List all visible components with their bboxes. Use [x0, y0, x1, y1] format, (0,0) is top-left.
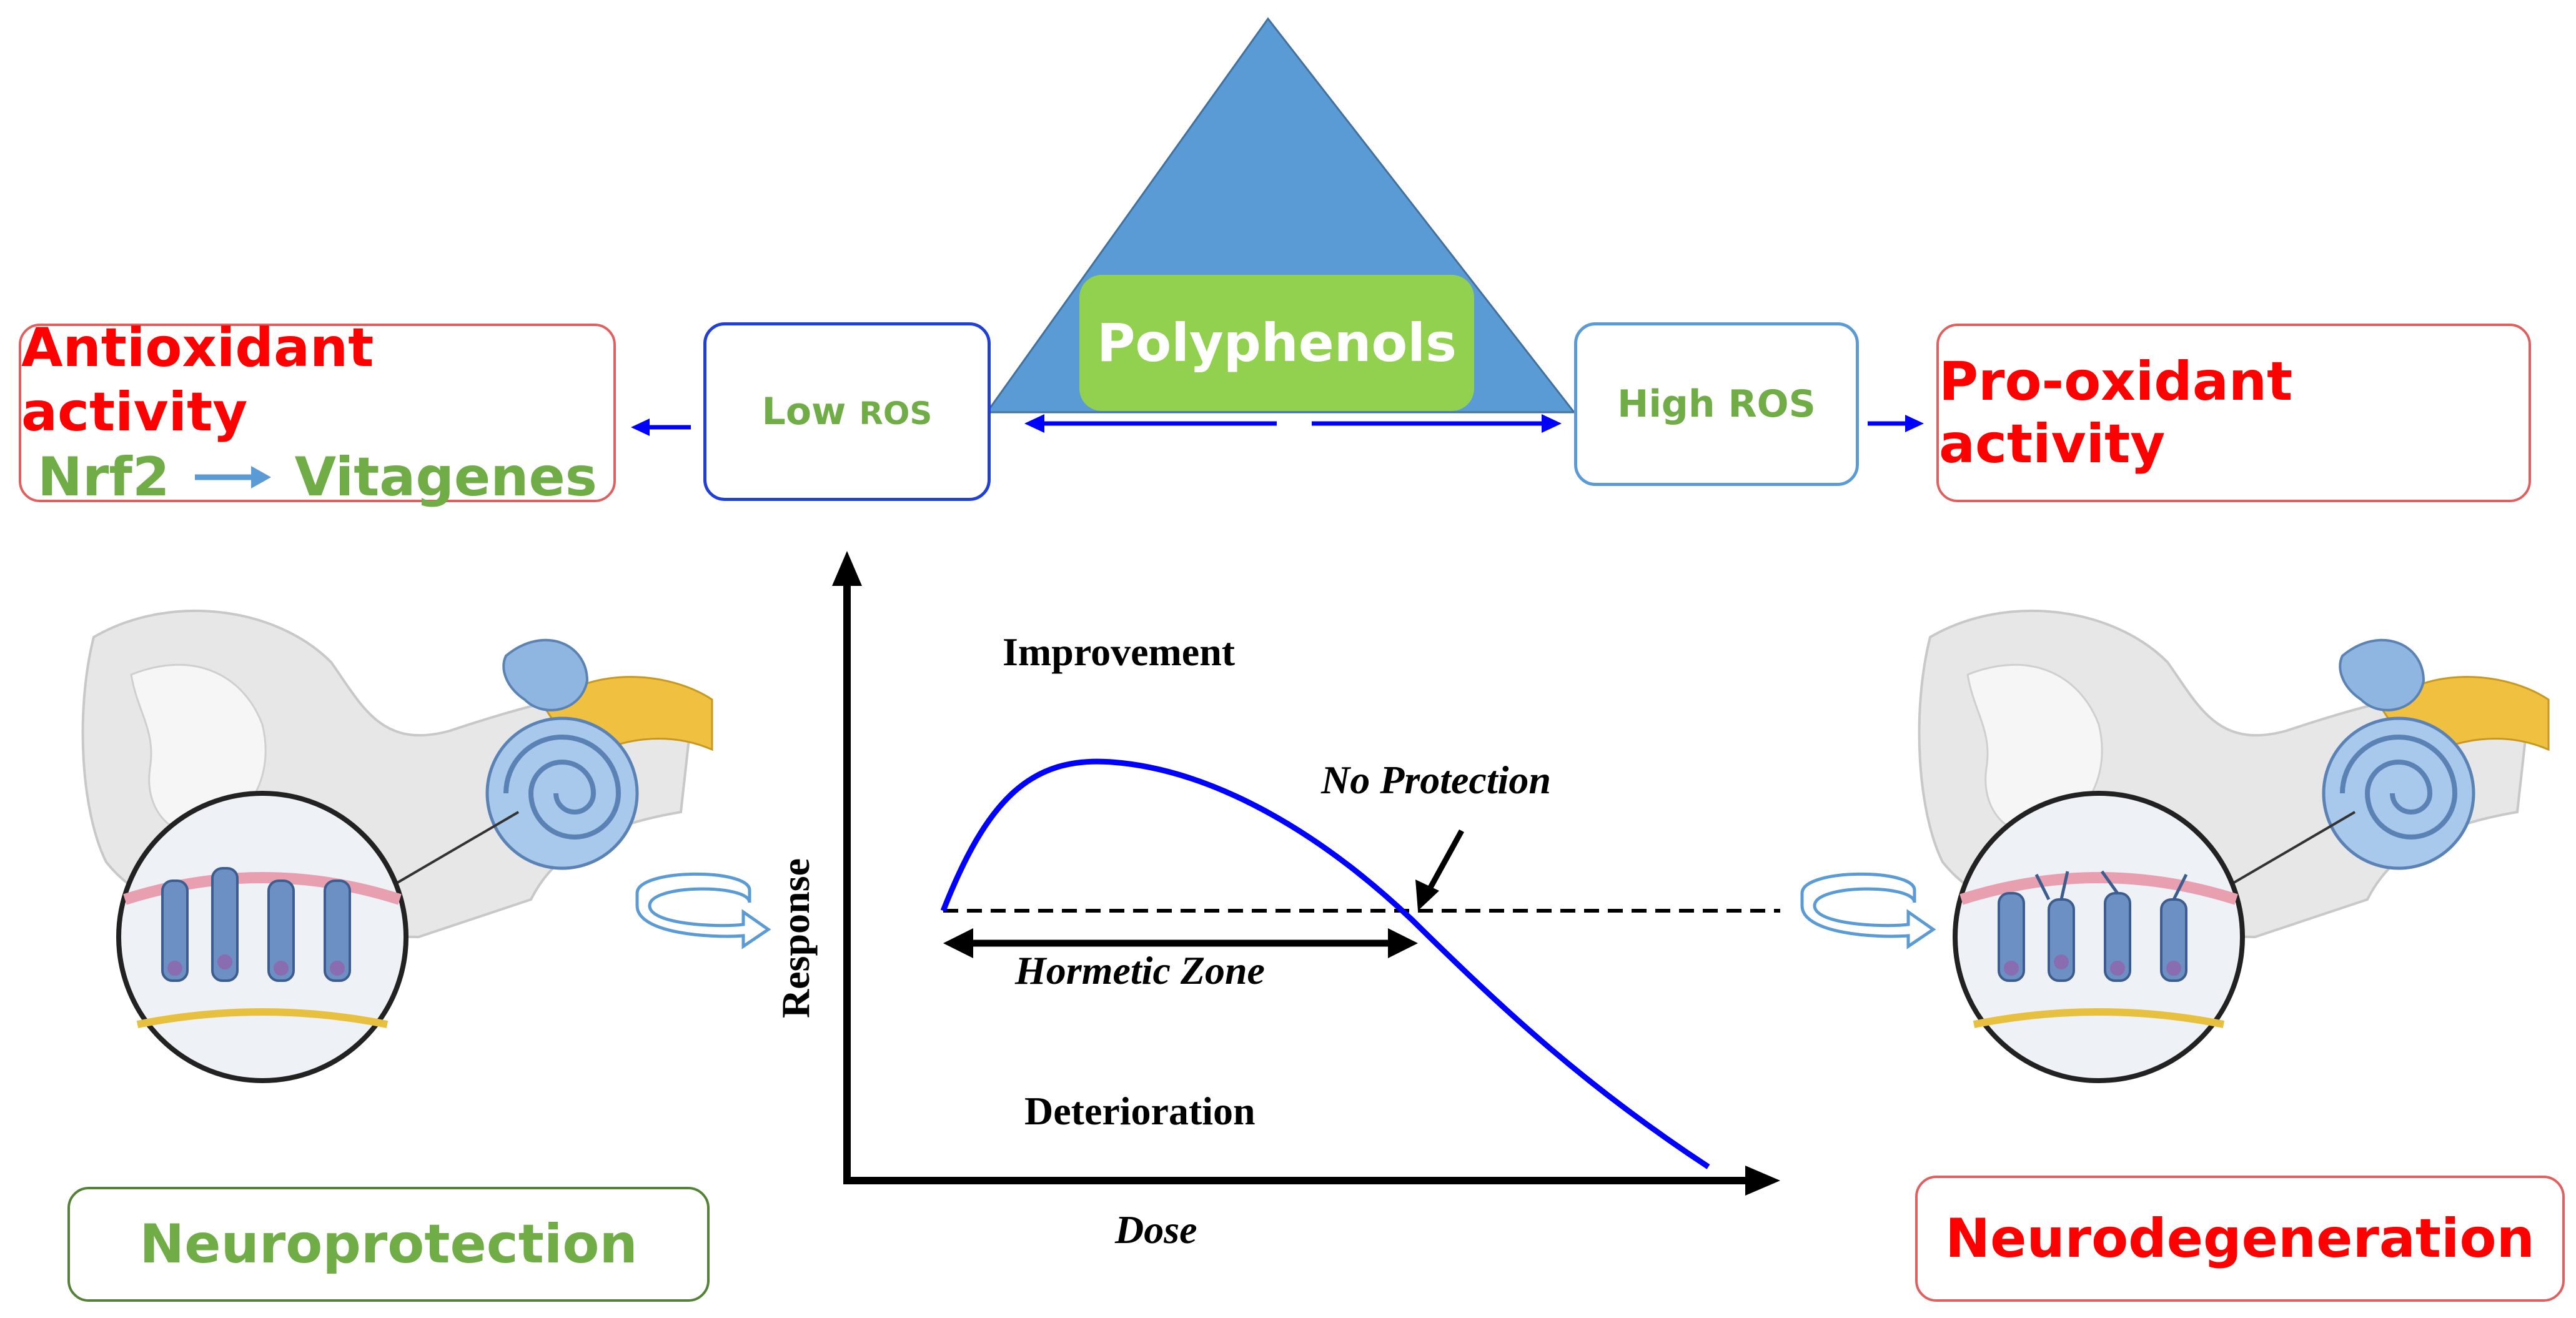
prooxidant-box: Pro-oxidant activity — [1936, 324, 2531, 502]
antioxidant-box: Antioxidant activity Nrf2 Vitagenes — [19, 317, 616, 508]
dose-label: Dose — [1114, 1207, 1197, 1252]
nrf2-label: Nrf2 — [37, 445, 170, 508]
neuroprotection-label: Neuroprotection — [139, 1213, 638, 1276]
low-ros-suffix: ROS — [859, 395, 933, 432]
hormetic-zone-label: Hormetic Zone — [1014, 948, 1265, 993]
high-ros-box: High ROS — [1574, 322, 1859, 486]
neurodegeneration-label: Neurodegeneration — [1945, 1207, 2535, 1270]
low-ros-prefix: Low — [761, 390, 859, 434]
top-arrows — [631, 414, 1924, 436]
low-ros-box: Low ROS — [703, 322, 991, 501]
left-curved-arrow-icon — [635, 872, 771, 949]
y-axis-arrowhead — [832, 551, 862, 586]
hormesis-graph: Improvement No Protection Hormetic Zone … — [773, 551, 1780, 1252]
nrf2-vitagenes-row: Nrf2 Vitagenes — [37, 445, 597, 510]
right-curved-arrow-icon — [1800, 872, 1936, 949]
improvement-label: Improvement — [1003, 630, 1236, 674]
deterioration-label: Deterioration — [1024, 1089, 1256, 1133]
no-protection-label: No Protection — [1320, 758, 1551, 802]
neuroprotection-box: Neuroprotection — [67, 1187, 710, 1302]
polyphenols-label: Polyphenols — [1096, 312, 1457, 374]
polyphenols-label-box: Polyphenols — [1079, 275, 1474, 411]
neurodegeneration-box: Neurodegeneration — [1915, 1176, 2565, 1302]
left-ear-illustration — [81, 610, 713, 1083]
dose-response-curve — [940, 758, 1710, 1169]
right-ear-illustration — [1918, 610, 2550, 1083]
prooxidant-title: Pro-oxidant activity — [1939, 350, 2293, 475]
no-protection-arrow — [1425, 829, 1464, 895]
vitagenes-label: Vitagenes — [294, 445, 597, 508]
nrf2-arrow-icon — [194, 466, 271, 489]
high-ros-label: High ROS — [1617, 382, 1816, 426]
x-axis-arrowhead — [1745, 1166, 1780, 1196]
antioxidant-title: Antioxidant activity — [21, 317, 374, 444]
response-label: Response — [773, 858, 818, 1018]
